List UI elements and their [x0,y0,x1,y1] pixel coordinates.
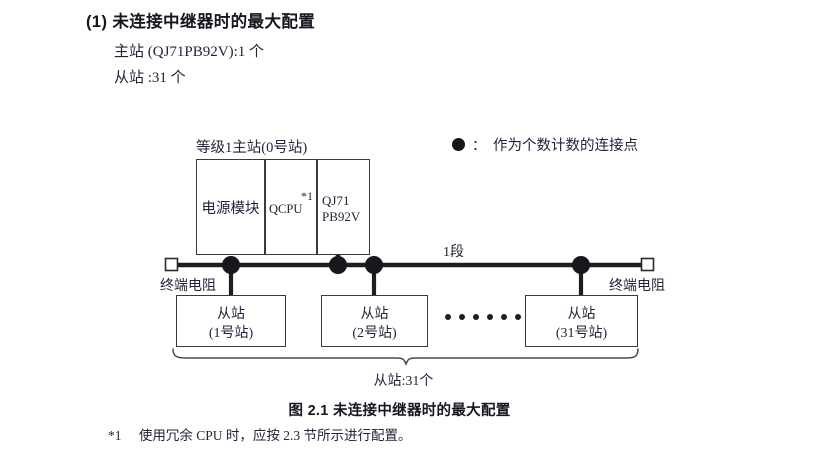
page-title: (1) 未连接中继器时的最大配置 [86,13,316,31]
slave-station-31-number: (31号站) [555,326,608,341]
module-power-supply: 电源模块 [196,159,265,255]
slave-span-brace-caption: 从站:31个 [0,370,821,390]
slave-span-brace-caption-text: 从站:31个 [373,374,434,389]
slave-station-1-number: (1号站) [208,326,254,341]
footnote-text: 使用冗余 CPU 时，应按 2.3 节所示进行配置。 [138,428,412,443]
terminator-left-label: 终端电阻 [160,279,216,294]
slave-station-2: 从站 (2号站) [321,295,428,347]
legend-colon: ： [472,138,486,154]
slave-station-1: 从站 (1号站) [176,295,286,347]
terminator-right-icon [640,257,655,272]
ellipsis-dot [459,314,465,320]
connection-point-dot [222,256,240,274]
slave-station-1-title: 从站 [217,307,245,322]
connection-point-dot [572,256,590,274]
module-qcpu-inner: QCPU *1 [266,160,316,254]
legend: ： 作为个数计数的连接点 [452,134,638,155]
filled-circle-icon [452,138,465,151]
bus-segment-label: 1段 [443,245,464,260]
spec-slave-count: 从站 :31 个 [114,70,186,86]
figure-caption: 图 2.1 未连接中继器时的最大配置 [0,399,821,420]
module-power-supply-label: 电源模块 [201,200,260,217]
connection-point-dot [365,256,383,274]
ellipsis-dot [487,314,493,320]
slave-span-brace [172,348,639,367]
module-qcpu-label: QCPU [269,202,303,216]
slave-ellipsis-dots [445,314,521,320]
module-qj71pb92v: QJ71 PB92V [317,159,370,255]
section-heading-block: (1) 未连接中继器时的最大配置 主站 (QJ71PB92V):1 个 从站 :… [86,8,706,90]
terminator-left-icon [164,257,179,272]
footnote-marker: *1 [108,428,122,443]
ellipsis-dot [501,314,507,320]
terminator-right-label: 终端电阻 [609,279,665,294]
figure-caption-text: 图 2.1 未连接中继器时的最大配置 [288,403,511,419]
ellipsis-dot [473,314,479,320]
legend-label: 作为个数计数的连接点 [493,138,638,154]
module-qj71pb92v-inner: QJ71 PB92V [322,193,360,225]
master-rack-title: 等级1主站(0号站) [196,140,308,156]
slave-station-2-title: 从站 [360,307,389,322]
slave-station-31: 从站 (31号站) [525,295,638,347]
connection-point-dot [329,256,347,274]
module-qcpu-footnote-marker: *1 [301,189,313,203]
module-qcpu: QCPU *1 [265,159,317,255]
ellipsis-dot [515,314,521,320]
spec-master-count: 主站 (QJ71PB92V):1 个 [114,44,265,60]
slave-station-31-title: 从站 [567,307,596,322]
footnote: *1 使用冗余 CPU 时，应按 2.3 节所示进行配置。 [108,424,412,444]
module-qj71pb92v-line2: PB92V [322,209,361,224]
slave-station-2-number: (2号站) [352,326,397,341]
module-qj71pb92v-line1: QJ71 [322,193,350,208]
ellipsis-dot [445,314,451,320]
